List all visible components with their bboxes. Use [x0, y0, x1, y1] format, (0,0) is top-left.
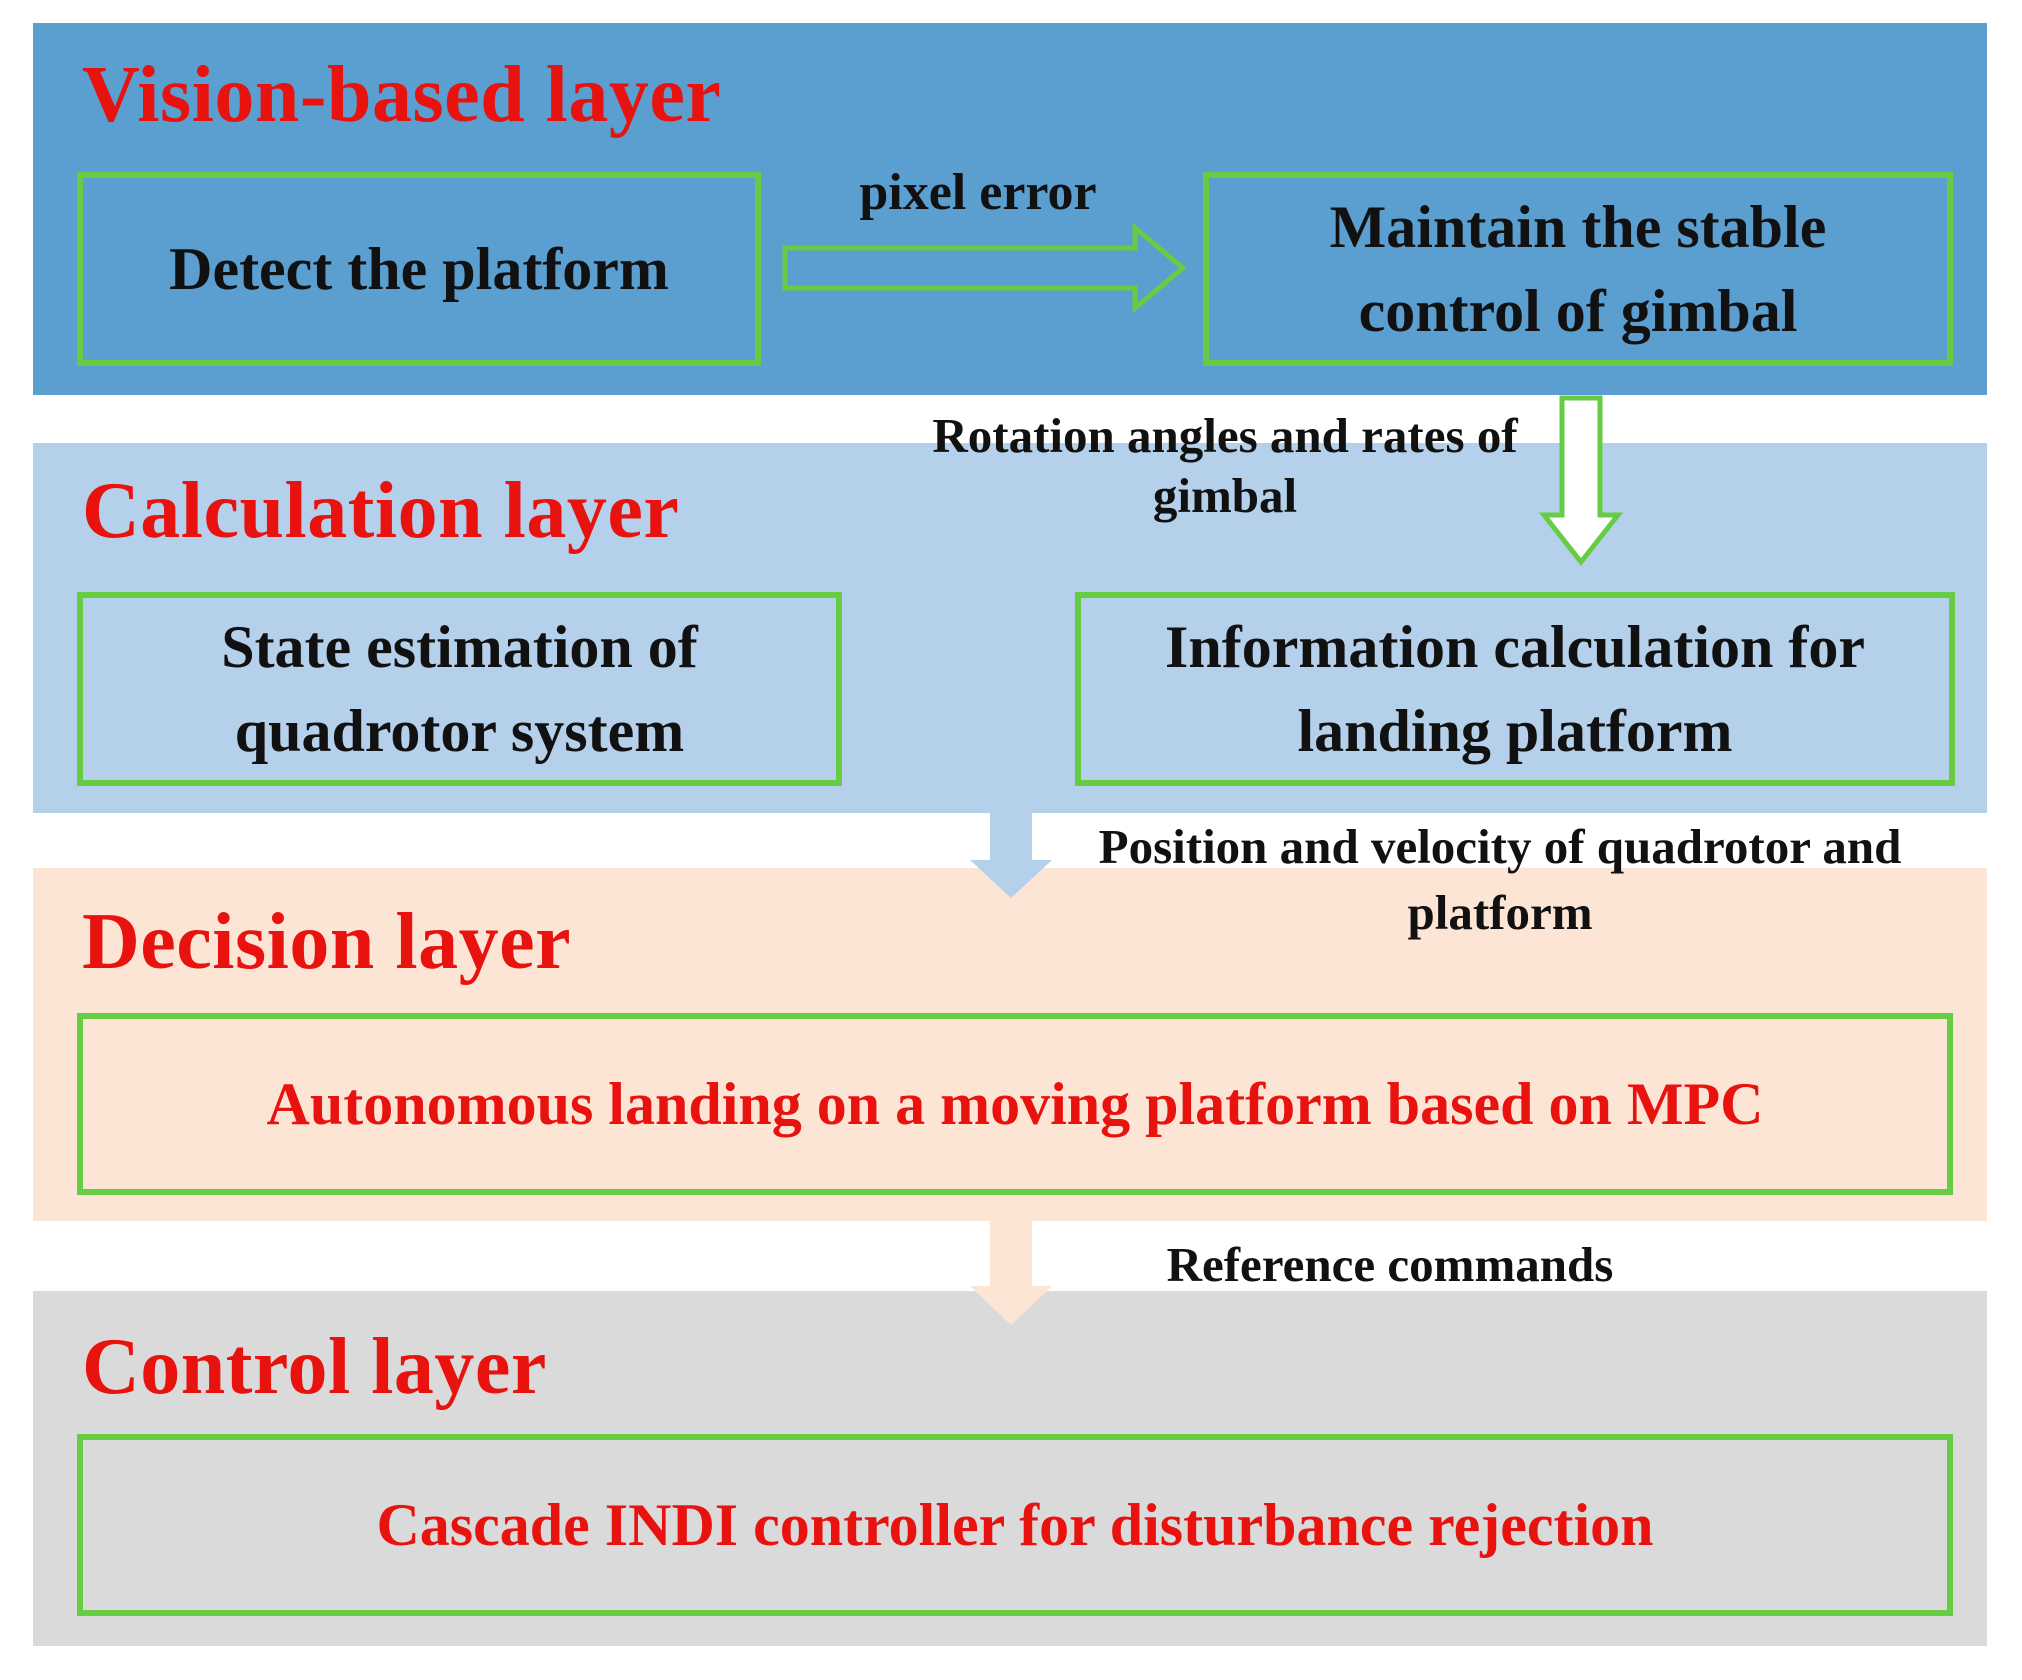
vision-based-layer: Vision-based layer [33, 23, 1987, 395]
mpc-landing-text: Autonomous landing on a moving platform … [266, 1071, 1764, 1137]
vision-layer-title: Vision-based layer [82, 51, 722, 139]
state-estimation-text: State estimation of quadrotor system [221, 614, 698, 764]
information-calculation-text: Information calculation for landing plat… [1165, 614, 1865, 764]
pixel-error-label: pixel error [859, 164, 1097, 221]
detect-platform-text: Detect the platform [169, 236, 669, 302]
position-velocity-label: Position and velocity of quadrotor and p… [1098, 819, 1902, 940]
maintain-gimbal-box: Maintain the stable control of gimbal [1203, 172, 1953, 366]
decision-layer: Decision layer [33, 868, 1987, 1221]
state-estimation-box: State estimation of quadrotor system [77, 592, 842, 786]
detect-platform-box: Detect the platform [77, 172, 761, 366]
control-layer-title: Control layer [82, 1323, 547, 1411]
calculation-layer: Calculation layer [33, 443, 1987, 813]
control-layer: Control layer [33, 1291, 1987, 1646]
calculation-layer-title: Calculation layer [82, 467, 680, 555]
rotation-angles-label: Rotation angles and rates of gimbal [932, 408, 1518, 523]
reference-commands-label: Reference commands [1166, 1237, 1614, 1292]
information-calculation-box: Information calculation for landing plat… [1075, 592, 1955, 786]
indi-controller-text: Cascade INDI controller for disturbance … [376, 1492, 1654, 1558]
maintain-gimbal-text: Maintain the stable control of gimbal [1329, 194, 1827, 344]
indi-controller-box: Cascade INDI controller for disturbance … [77, 1434, 1953, 1616]
mpc-landing-box: Autonomous landing on a moving platform … [77, 1013, 1953, 1195]
decision-layer-title: Decision layer [82, 898, 572, 986]
